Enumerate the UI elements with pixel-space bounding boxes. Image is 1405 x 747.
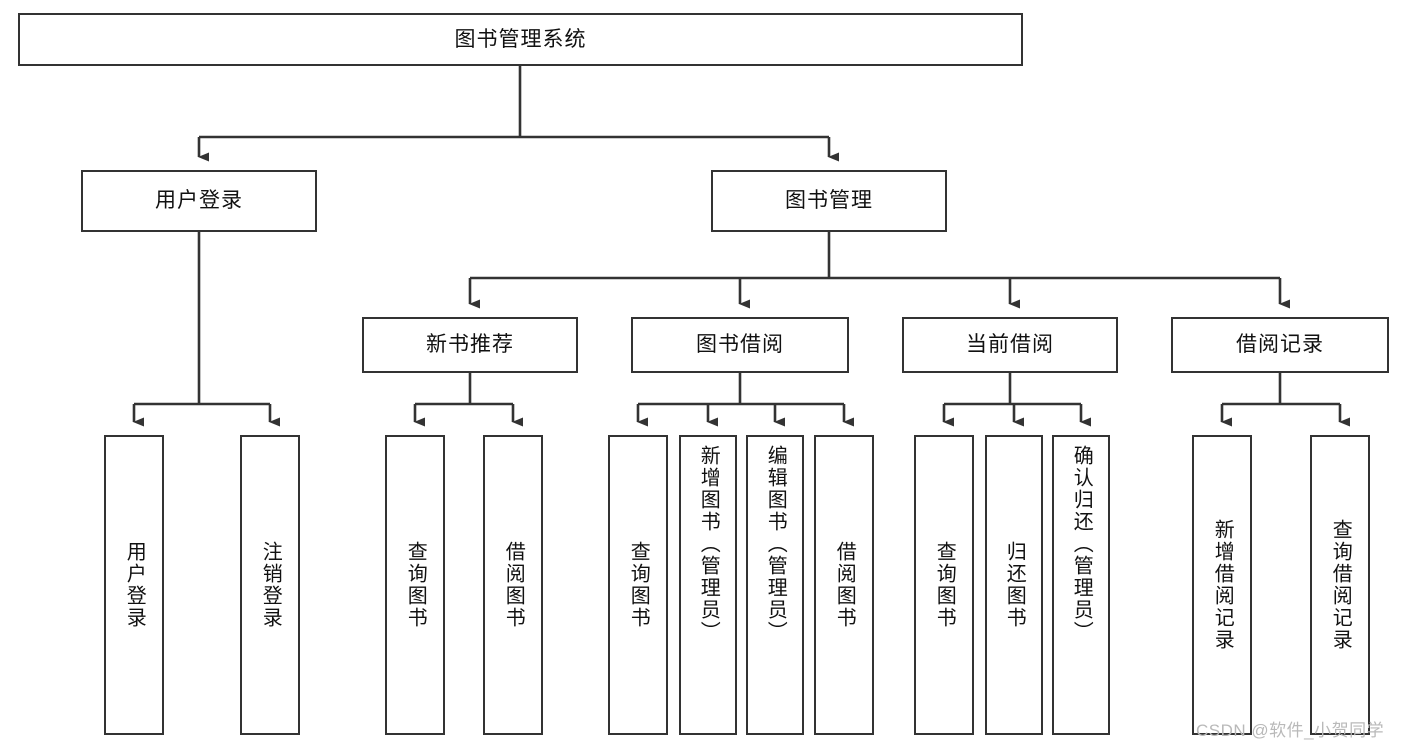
node-label: 查询图书 (627, 541, 650, 629)
leaf-leaf-add-book[interactable]: 新增图书（管理员） (679, 435, 737, 735)
node-label: 编辑图书（管理员） (764, 445, 787, 643)
node-borrow-record[interactable]: 借阅记录 (1171, 317, 1389, 373)
node-label: 查询图书 (404, 541, 427, 629)
leaf-leaf-query-record[interactable]: 查询借阅记录 (1310, 435, 1370, 735)
leaf-leaf-query-book-cur[interactable]: 查询图书 (914, 435, 974, 735)
node-label: 当前借阅 (966, 333, 1054, 357)
node-current-borrow[interactable]: 当前借阅 (902, 317, 1118, 373)
node-new-book-rec[interactable]: 新书推荐 (362, 317, 578, 373)
node-label: 图书管理 (785, 189, 873, 213)
leaf-leaf-edit-book[interactable]: 编辑图书（管理员） (746, 435, 804, 735)
node-root[interactable]: 图书管理系统 (18, 13, 1023, 66)
leaf-leaf-query-book-borrow[interactable]: 查询图书 (608, 435, 668, 735)
node-label: 查询借阅记录 (1329, 519, 1352, 651)
node-label: 新书推荐 (426, 333, 514, 357)
csdn-watermark: CSDN @软件_小贺同学 (1196, 721, 1385, 740)
leaf-leaf-return-book[interactable]: 归还图书 (985, 435, 1043, 735)
leaf-leaf-query-book-rec[interactable]: 查询图书 (385, 435, 445, 735)
node-label: 确认归还（管理员） (1070, 445, 1093, 643)
node-user-login[interactable]: 用户登录 (81, 170, 317, 232)
node-label: 借阅记录 (1236, 333, 1324, 357)
node-label: 查询图书 (933, 541, 956, 629)
node-book-manage[interactable]: 图书管理 (711, 170, 947, 232)
node-label: 借阅图书 (833, 541, 856, 629)
node-label: 新增借阅记录 (1211, 519, 1234, 651)
node-book-borrow[interactable]: 图书借阅 (631, 317, 849, 373)
node-label: 图书管理系统 (454, 27, 587, 51)
node-label: 注销登录 (259, 541, 282, 629)
leaf-leaf-confirm-return[interactable]: 确认归还（管理员） (1052, 435, 1110, 735)
node-label: 新增图书（管理员） (697, 445, 720, 643)
node-label: 归还图书 (1003, 541, 1026, 629)
leaf-leaf-borrow-book[interactable]: 借阅图书 (814, 435, 874, 735)
node-label: 用户登录 (155, 189, 243, 213)
node-label: 图书借阅 (696, 333, 784, 357)
leaf-leaf-user-login[interactable]: 用户登录 (104, 435, 164, 735)
node-label: 借阅图书 (502, 541, 525, 629)
leaf-leaf-add-record[interactable]: 新增借阅记录 (1192, 435, 1252, 735)
node-label: 用户登录 (123, 541, 146, 629)
connector-lines (132, 66, 1350, 427)
leaf-leaf-logout[interactable]: 注销登录 (240, 435, 300, 735)
leaf-leaf-borrow-book-rec[interactable]: 借阅图书 (483, 435, 543, 735)
